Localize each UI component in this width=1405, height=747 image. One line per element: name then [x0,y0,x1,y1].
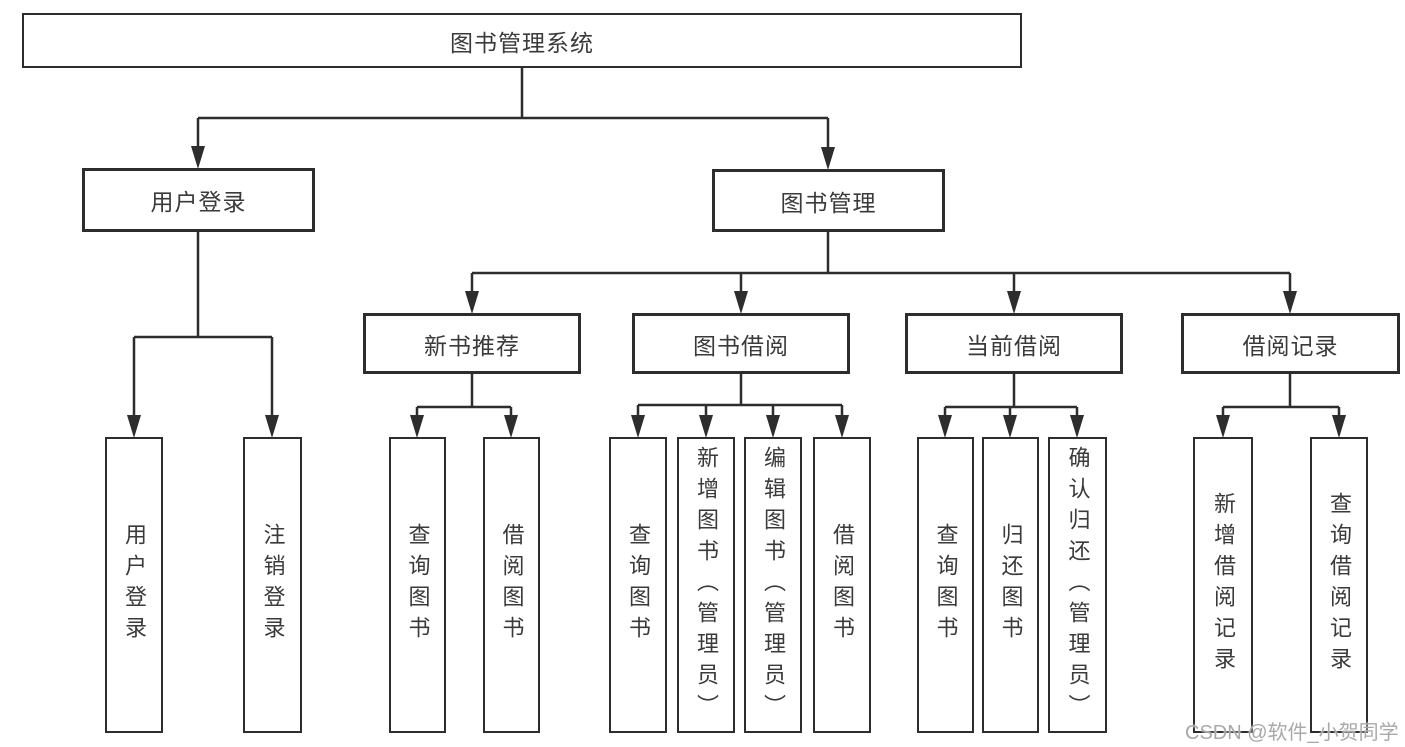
leaf-logout: 注销登录 [243,437,302,733]
node-label: 借阅图书 [830,523,855,647]
node-label: 新增图书（管理员） [694,445,719,725]
node-label: 查询借阅记录 [1327,492,1352,678]
connector-borrow-records [1221,374,1341,418]
node-label: 确认归还（管理员） [1065,445,1091,725]
node-label: 用户登录 [150,189,247,215]
node-label: 注销登录 [260,523,286,647]
node-label: 借阅记录 [1242,332,1339,359]
node-label: 编辑图书（管理员） [761,445,786,725]
node-label: 新增借阅记录 [1211,492,1236,678]
leaf-add-borrow-record: 新增借阅记录 [1193,437,1253,733]
node-label: 查询图书 [405,523,431,647]
leaf-edit-books-admin: 编辑图书（管理员） [744,437,802,733]
node-label: 当前借阅 [966,332,1062,359]
node-new-book-recommend: 新书推荐 [363,313,581,374]
node-label: 图书管理 [780,189,877,216]
node-book-borrow: 图书借阅 [632,313,850,374]
leaf-borrow-books-2: 借阅图书 [813,437,871,733]
leaf-user-login: 用户登录 [105,437,163,733]
node-label: 用户登录 [122,523,147,647]
node-current-borrow: 当前借阅 [905,313,1123,374]
node-label: 查询图书 [626,523,651,647]
leaf-borrow-books-1: 借阅图书 [483,437,540,733]
node-label: 新书推荐 [424,332,520,359]
node-label: 归还图书 [998,523,1024,647]
leaf-add-books-admin: 新增图书（管理员） [677,437,735,733]
leaf-query-borrow-record: 查询借阅记录 [1310,437,1368,733]
node-user-login: 用户登录 [82,168,315,232]
connector-user-login [132,232,274,418]
leaf-query-books-1: 查询图书 [389,437,446,733]
connector-root [196,68,830,149]
connector-current-borrow [943,374,1079,418]
node-label: 借阅图书 [499,523,525,647]
node-book-management: 图书管理 [712,169,945,232]
node-label: 图书管理系统 [450,29,594,56]
connector-book-borrow [636,374,844,418]
node-library-management-system: 图书管理系统 [22,13,1022,68]
csdn-watermark: CSDN @软件_小贺同学 [1185,722,1399,744]
leaf-query-books-3: 查询图书 [917,437,974,733]
leaf-return-books: 归还图书 [982,437,1039,733]
leaf-query-books-2: 查询图书 [609,437,667,733]
connector-book-management [470,232,1292,294]
leaf-confirm-return-admin: 确认归还（管理员） [1048,437,1107,733]
node-label: 查询图书 [933,523,959,647]
node-label: 图书借阅 [693,332,789,359]
connector-new-book [415,374,513,418]
node-borrow-records: 借阅记录 [1181,313,1400,374]
